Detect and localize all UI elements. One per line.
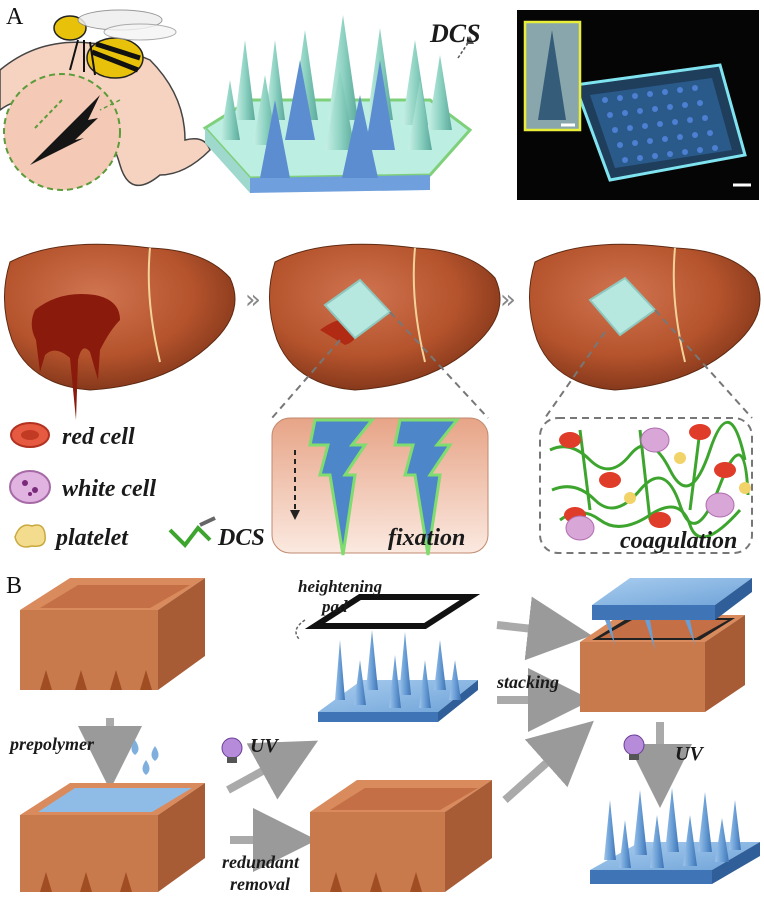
dcs-icon — [168, 524, 212, 549]
mold-filled — [20, 783, 205, 892]
uv-label-2: UV — [675, 743, 704, 765]
heightening-label-1: heightening — [298, 577, 383, 596]
uv-lamp-icon — [221, 737, 243, 763]
final-microneedle-patch — [590, 788, 760, 884]
legend-red-cell: red cell — [62, 424, 135, 450]
coagulation-label: coagulation — [620, 528, 737, 554]
platelet-icon — [14, 524, 46, 548]
dcs-label: DCS — [429, 19, 481, 48]
legend-dcs: DCS — [217, 525, 265, 551]
stacking-label: stacking — [496, 672, 559, 692]
prepolymer-label: prepolymer — [8, 734, 95, 754]
droplets-icon — [131, 740, 159, 775]
heightening-label-2: pad — [320, 597, 348, 616]
legend — [9, 422, 216, 549]
panel-label-b: B — [6, 573, 22, 599]
heightening-pad-frame — [304, 594, 481, 629]
mold-residual — [310, 780, 492, 892]
panel-label-a: A — [6, 4, 24, 30]
microneedle-patch-render — [202, 15, 474, 193]
uv-label-1: UV — [250, 735, 279, 757]
patch-photo — [517, 10, 759, 200]
uv-lamp-icon-2 — [623, 734, 645, 760]
liver-patched — [268, 243, 501, 391]
redundant-label-1: redundant — [222, 852, 300, 872]
legend-platelet: platelet — [54, 525, 129, 551]
arrow-pad-to-stack — [496, 596, 592, 661]
patch-photo-needle-dots — [602, 85, 718, 163]
zoom-lines — [271, 309, 753, 419]
blue-microneedle-patch — [318, 630, 478, 722]
white-cell-icon — [9, 470, 51, 504]
fixation-label: fixation — [388, 525, 465, 551]
liver-bleeding — [3, 243, 236, 420]
next-arrow-icon-1: » — [245, 285, 261, 315]
wasp-sting-illustration — [0, 9, 211, 191]
redundant-label-2: removal — [230, 874, 290, 894]
coagulation-detail — [539, 417, 753, 554]
stacked-assembly — [580, 578, 752, 712]
mold-empty — [20, 578, 205, 690]
arrow-mold-to-stack — [502, 720, 594, 803]
fixation-detail — [271, 417, 489, 556]
legend-white-cell: white cell — [62, 476, 156, 502]
liver-healed — [528, 243, 761, 391]
next-arrow-icon-2: » — [500, 285, 516, 315]
arrow-uv-1 — [226, 740, 319, 800]
